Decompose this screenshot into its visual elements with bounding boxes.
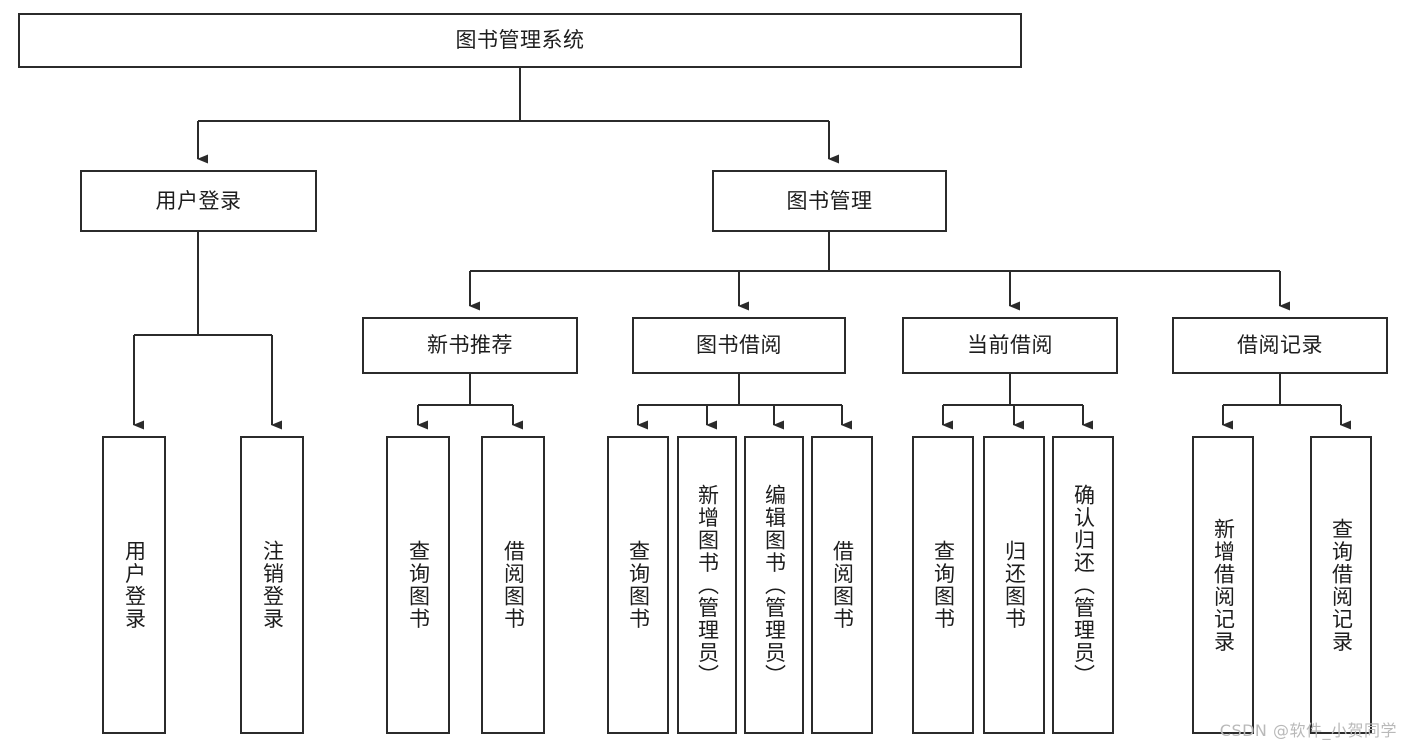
node-leaf-borrow-lend[interactable]: 借阅图书	[811, 436, 873, 734]
node-leaf-user-login[interactable]: 用户登录	[102, 436, 166, 734]
node-label-borrow-record: 借阅记录	[1237, 333, 1323, 358]
node-leaf-user-logout[interactable]: 注销登录	[240, 436, 304, 734]
node-label-leaf-borrow-query: 查询图书	[626, 540, 651, 630]
connector-group	[132, 68, 1351, 430]
node-label-leaf-rec-query: 查询图书	[406, 540, 431, 630]
node-leaf-borrow-add[interactable]: 新增图书（管理员）	[677, 436, 737, 734]
node-label-leaf-borrow-edit: 编辑图书（管理员）	[762, 483, 787, 687]
node-label-leaf-current-return: 归还图书	[1002, 540, 1027, 630]
node-leaf-current-return[interactable]: 归还图书	[983, 436, 1045, 734]
node-label-leaf-record-add: 新增借阅记录	[1211, 517, 1236, 653]
node-label-leaf-rec-borrow: 借阅图书	[501, 540, 526, 630]
node-label-current-borrow: 当前借阅	[967, 333, 1053, 358]
node-label-root: 图书管理系统	[455, 28, 585, 53]
node-leaf-record-query[interactable]: 查询借阅记录	[1310, 436, 1372, 734]
node-leaf-current-confirm[interactable]: 确认归还（管理员）	[1052, 436, 1114, 734]
node-label-new-book-rec: 新书推荐	[427, 333, 513, 358]
node-new-book-rec[interactable]: 新书推荐	[362, 317, 578, 374]
node-label-leaf-user-login: 用户登录	[122, 540, 147, 630]
node-leaf-record-add[interactable]: 新增借阅记录	[1192, 436, 1254, 734]
node-label-book-manage: 图书管理	[786, 188, 873, 213]
node-user-login[interactable]: 用户登录	[80, 170, 317, 232]
node-leaf-rec-borrow[interactable]: 借阅图书	[481, 436, 545, 734]
node-label-leaf-record-query: 查询借阅记录	[1329, 517, 1354, 653]
node-leaf-current-query[interactable]: 查询图书	[912, 436, 974, 734]
node-leaf-borrow-edit[interactable]: 编辑图书（管理员）	[744, 436, 804, 734]
node-label-leaf-current-confirm: 确认归还（管理员）	[1071, 483, 1096, 687]
node-label-leaf-user-logout: 注销登录	[260, 540, 285, 630]
node-leaf-borrow-query[interactable]: 查询图书	[607, 436, 669, 734]
node-current-borrow[interactable]: 当前借阅	[902, 317, 1118, 374]
node-leaf-rec-query[interactable]: 查询图书	[386, 436, 450, 734]
node-label-leaf-current-query: 查询图书	[931, 540, 956, 630]
node-book-manage[interactable]: 图书管理	[712, 170, 947, 232]
node-root[interactable]: 图书管理系统	[18, 13, 1022, 68]
node-borrow-record[interactable]: 借阅记录	[1172, 317, 1388, 374]
node-label-user-login: 用户登录	[155, 188, 242, 213]
node-label-book-borrow: 图书借阅	[696, 333, 782, 358]
node-label-leaf-borrow-lend: 借阅图书	[830, 540, 855, 630]
node-book-borrow[interactable]: 图书借阅	[632, 317, 846, 374]
node-label-leaf-borrow-add: 新增图书（管理员）	[695, 483, 720, 687]
